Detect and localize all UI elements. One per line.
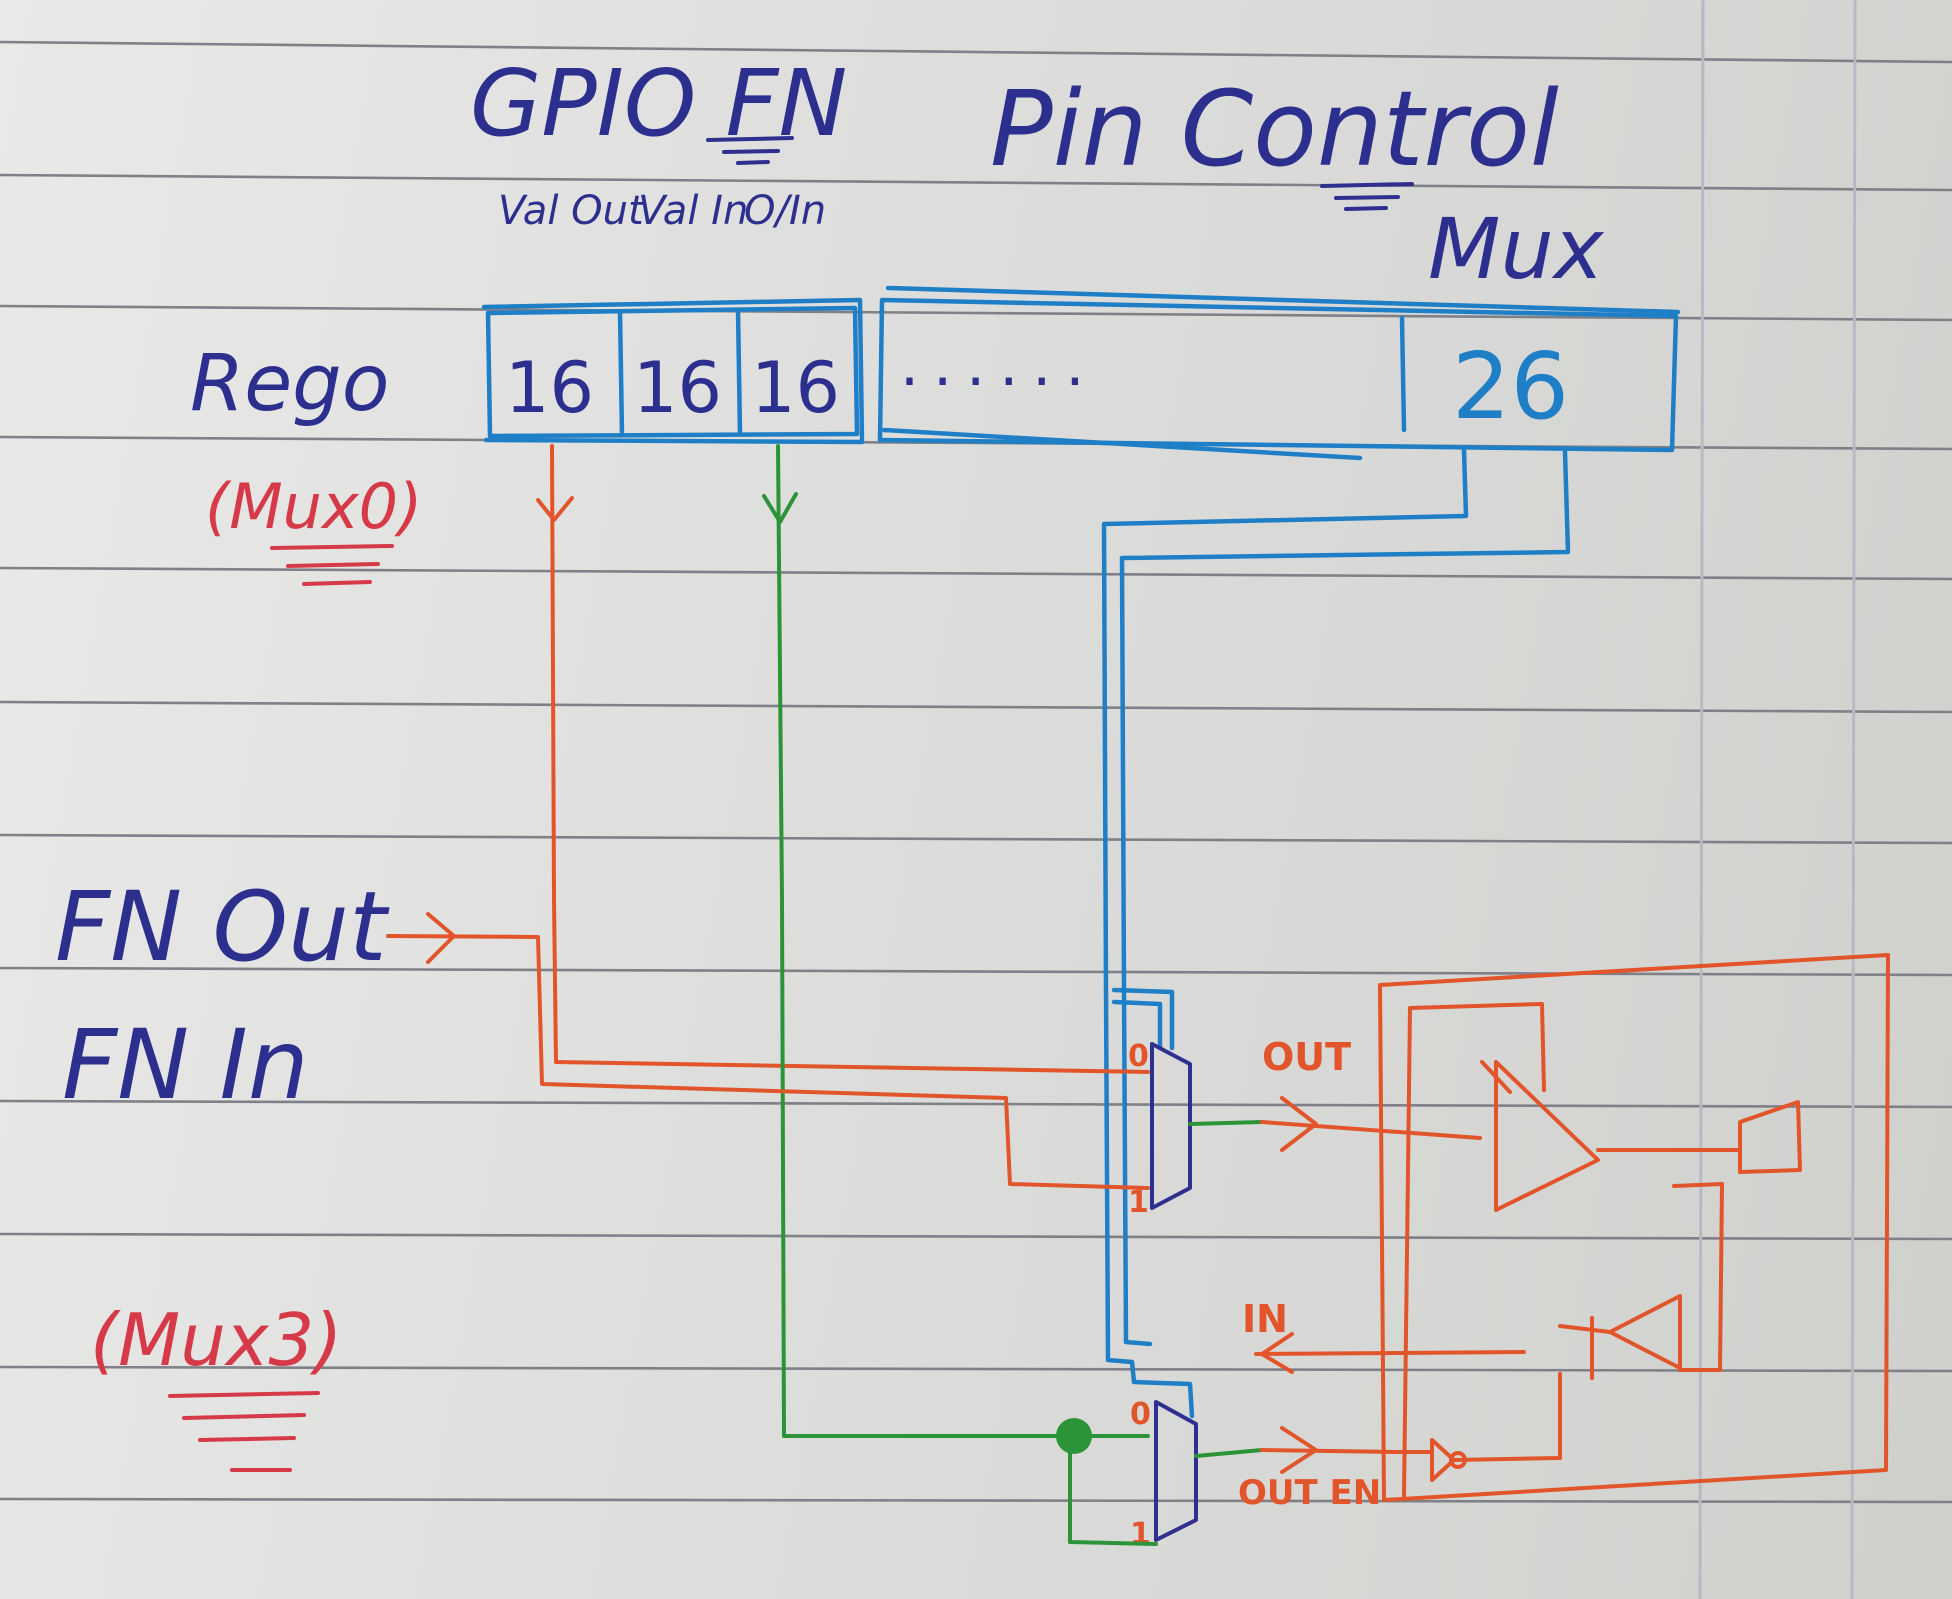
fn-out-arrow: [426, 912, 456, 964]
out-en-signal-arrow: [1280, 1426, 1318, 1474]
input-buffer-icon: [1608, 1294, 1682, 1370]
mux-field-header: Mux: [1428, 200, 1605, 298]
in-signal-label: IN: [1242, 1297, 1288, 1341]
output-mux: [1150, 1042, 1192, 1210]
out-en-buffer-icon: [1398, 1438, 1456, 1482]
register-field-val-in: 16: [633, 347, 722, 429]
out-en-signal-wire: [1260, 1448, 1402, 1454]
output-enable-mux: [1154, 1400, 1198, 1542]
oe-loop-wire: [1068, 1434, 1158, 1546]
fn-out-label: FN Out: [55, 871, 390, 983]
output-mux-out-wire: [1188, 1120, 1264, 1126]
register-mux-note-underline: [270, 544, 394, 586]
output-enable-mux-input-0: 0: [1130, 1397, 1151, 1432]
fn-in-label: FN In: [62, 1009, 309, 1121]
pad-icon: [1738, 1100, 1802, 1174]
val-out-wire: [536, 444, 1150, 1074]
register-field-divider: [735, 307, 743, 437]
pin-control-register-box: [877, 297, 1679, 453]
out-signal-label: OUT: [1262, 1035, 1351, 1079]
pad-inner-frame: [1402, 1002, 1546, 1498]
gpio-fn-title: GPIO FN: [470, 50, 847, 157]
out-signal-arrow: [1280, 1096, 1318, 1152]
register-mux-note: (Mux0): [205, 470, 422, 543]
output-buffer-icon: [1494, 1060, 1600, 1212]
mux-field-divider: [1399, 315, 1407, 433]
page-margin-line: [1698, 0, 1705, 1599]
field-header-o-in: O/In: [744, 188, 826, 234]
field-header-val-out: Val Out: [498, 188, 645, 234]
wire-junction-dot: [1056, 1418, 1092, 1454]
register-reserved-fields: ......: [900, 330, 1098, 400]
output-enable-mux-out-wire: [1194, 1448, 1264, 1458]
register-label: Rego: [190, 339, 389, 429]
register-box: [481, 285, 1681, 461]
output-mux-input-0: 0: [1128, 1039, 1149, 1074]
output-enable-mux-input-1: 1: [1130, 1517, 1151, 1552]
input-buffer-stub: [1558, 1316, 1612, 1380]
out-signal-wire: [1260, 1120, 1482, 1140]
output-mux-input-1: 1: [1128, 1185, 1149, 1220]
register-field-o-in: 16: [751, 347, 840, 429]
mux-field-value: 26: [1452, 333, 1569, 440]
register-field-val-out: 16: [505, 347, 594, 429]
out-en-inverter-bubble: [1449, 1451, 1467, 1469]
out-en-signal-label: OUT EN: [1238, 1473, 1381, 1513]
out-en-buffer-wire: [1452, 1372, 1562, 1462]
io-pad-block: [1378, 953, 1890, 1502]
in-signal-arrow: [1260, 1332, 1294, 1374]
in-signal-wire: [1254, 1350, 1526, 1356]
fn-mux-note-underline: [168, 1391, 320, 1472]
gpio-fn-title-underline: [706, 136, 794, 165]
field-header-val-in: Val In: [638, 188, 748, 234]
mux-select-bus: [1101, 447, 1571, 1419]
output-buffer-enable: [1480, 1060, 1512, 1094]
o-in-wire: [762, 444, 1150, 1438]
pin-control-title: Pin Control: [990, 68, 1559, 190]
pin-control-title-underline: [1320, 182, 1414, 211]
notebook-ruled-lines: [0, 40, 1952, 1504]
pad-feedback-wire: [1672, 1182, 1724, 1372]
fn-out-wire: [386, 934, 1150, 1190]
pin-control-register-outline: [881, 285, 1681, 461]
fn-mux-note: (Mux3): [90, 1298, 342, 1382]
page-margin-line-right: [1850, 0, 1857, 1599]
register-field-divider: [617, 309, 625, 437]
